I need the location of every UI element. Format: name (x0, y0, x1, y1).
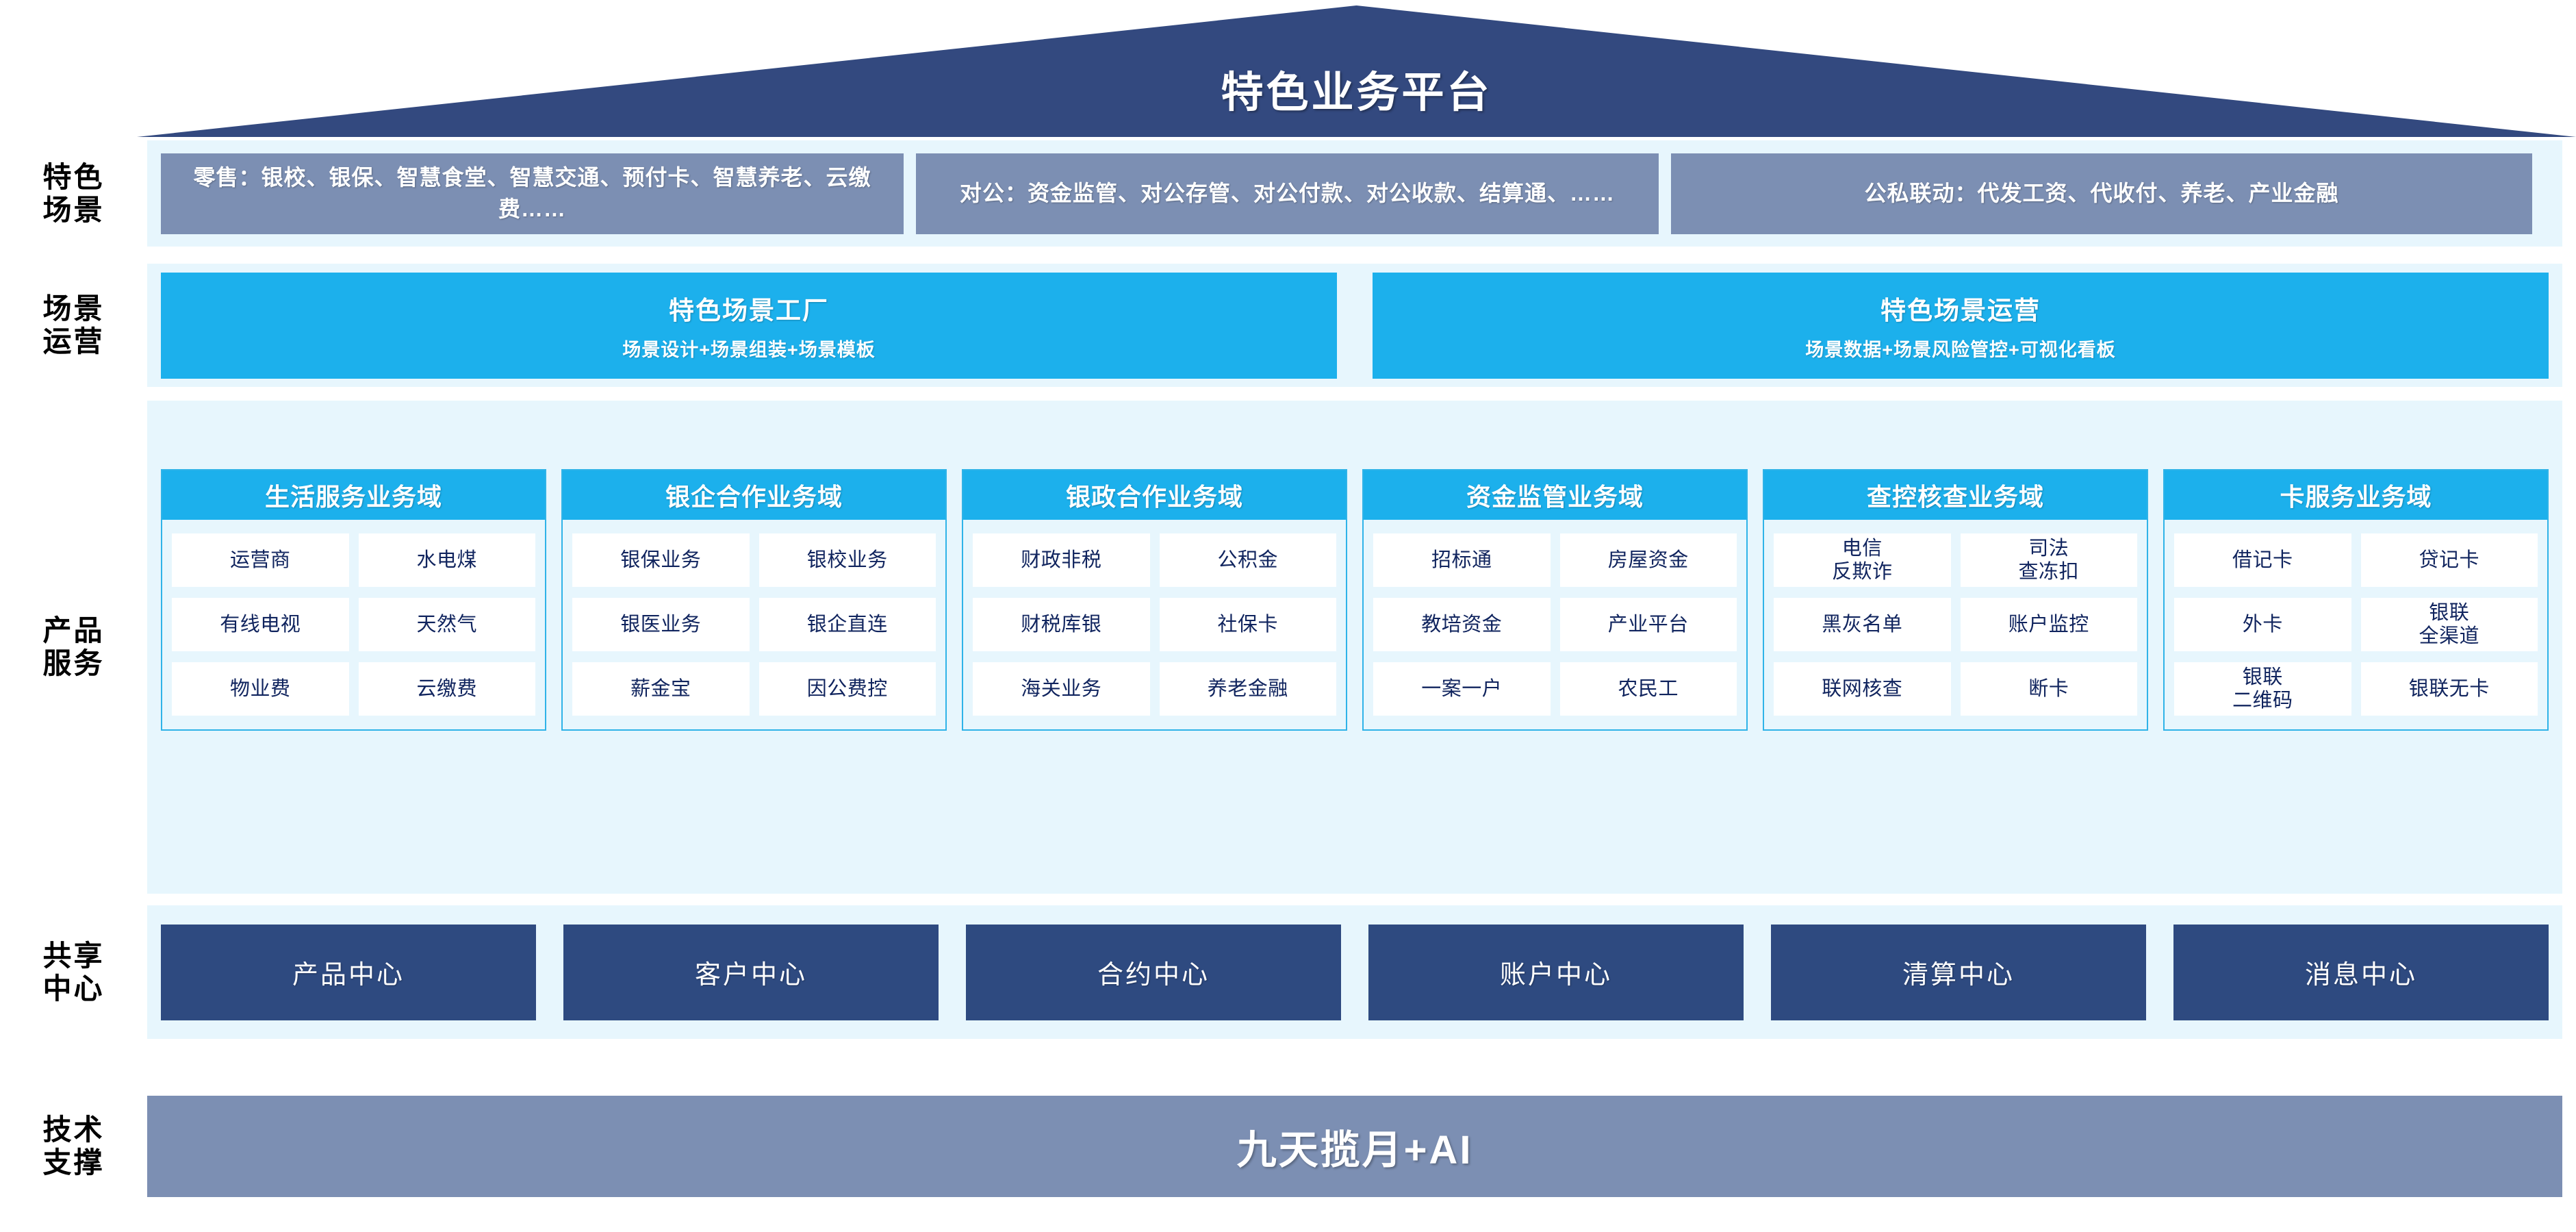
scene-box-retail[interactable]: 零售：银校、银保、智慧食堂、智慧交通、预付卡、智慧养老、云缴费…… (161, 153, 904, 234)
domain-title: 查控核查业务域 (1764, 470, 2147, 520)
domain-item[interactable]: 外卡 (2174, 598, 2351, 651)
shared-center-account[interactable]: 账户中心 (1368, 924, 1744, 1020)
domain-grid: 银保业务 银校业务 银医业务 银企直连 薪金宝 因公费控 (563, 520, 945, 729)
domain-item[interactable]: 养老金融 (1159, 662, 1336, 716)
domain-item[interactable]: 有线电视 (172, 598, 349, 651)
page-title: 特色业务平台 (1221, 69, 1492, 116)
domain-item[interactable]: 产业平台 (1559, 598, 1737, 651)
row-label-line: 运营 (42, 325, 105, 357)
ops-title: 特色场景工厂 (669, 296, 829, 325)
product-domain-bank-government: 银政合作业务域 财政非税 公积金 财税库银 社保卡 海关业务 养老金融 (962, 469, 1347, 731)
ops-subtitle: 场景设计+场景组装+场景模板 (622, 339, 876, 360)
product-domain-card-service: 卡服务业务域 借记卡 贷记卡 外卡 银联全渠道 银联二维码 银联无卡 (2163, 469, 2549, 731)
domain-item[interactable]: 银校业务 (758, 533, 936, 587)
shared-center-customer[interactable]: 客户中心 (563, 924, 939, 1020)
ops-title: 特色场景运营 (1880, 296, 2041, 325)
row-label-line: 服务 (42, 647, 105, 679)
row-label-line: 产品 (42, 614, 105, 647)
domain-item[interactable]: 社保卡 (1159, 598, 1336, 651)
domain-item[interactable]: 运营商 (172, 533, 349, 587)
domain-item[interactable]: 招标通 (1373, 533, 1551, 587)
shared-centers-row: 产品中心 客户中心 合约中心 账户中心 清算中心 消息中心 (147, 905, 2562, 1039)
domain-item[interactable]: 因公费控 (758, 662, 936, 716)
row-label-line: 场景 (42, 292, 105, 325)
domain-item[interactable]: 教培资金 (1373, 598, 1551, 651)
row-label-tech-support: 技术 支撑 (0, 1096, 147, 1197)
row-label-line: 支撑 (42, 1146, 105, 1179)
ops-box-scene-operation[interactable]: 特色场景运营 场景数据+场景风险管控+可视化看板 (1373, 272, 2549, 379)
domain-item[interactable]: 房屋资金 (1559, 533, 1737, 587)
row-label-line: 特色 (42, 160, 105, 193)
domain-item[interactable]: 借记卡 (2174, 533, 2351, 587)
domain-grid: 电信反欺诈 司法查冻扣 黑灰名单 账户监控 联网核查 断卡 (1764, 520, 2147, 729)
ops-box-scene-factory[interactable]: 特色场景工厂 场景设计+场景组装+场景模板 (161, 272, 1337, 379)
domain-item[interactable]: 物业费 (172, 662, 349, 716)
product-domain-life-service: 生活服务业务域 运营商 水电煤 有线电视 天然气 物业费 云缴费 (161, 469, 546, 731)
domain-item[interactable]: 银企直连 (758, 598, 936, 651)
domain-item[interactable]: 联网核查 (1774, 662, 1951, 716)
domain-item[interactable]: 银保业务 (572, 533, 750, 587)
domain-item[interactable]: 司法查冻扣 (1960, 533, 2137, 587)
row-label-scene: 特色 场景 (0, 140, 147, 247)
ops-subtitle: 场景数据+场景风险管控+可视化看板 (1805, 339, 2116, 360)
domain-grid: 招标通 房屋资金 教培资金 产业平台 一案一户 农民工 (1364, 520, 1746, 729)
domain-grid: 财政非税 公积金 财税库银 社保卡 海关业务 养老金融 (963, 520, 1346, 729)
domain-item[interactable]: 财税库银 (973, 598, 1150, 651)
platform-header: 特色业务平台 (0, 0, 2576, 137)
row-label-line: 共享 (42, 939, 105, 972)
product-services-row: 生活服务业务域 运营商 水电煤 有线电视 天然气 物业费 云缴费 银企合作业务域… (147, 401, 2562, 894)
row-label-products: 产品 服务 (0, 401, 147, 894)
domain-title: 银企合作业务域 (563, 470, 945, 520)
domain-title: 生活服务业务域 (162, 470, 545, 520)
row-label-line: 场景 (42, 193, 105, 226)
shared-center-contract[interactable]: 合约中心 (966, 924, 1341, 1020)
domain-item[interactable]: 云缴费 (358, 662, 535, 716)
row-label-line: 技术 (42, 1114, 105, 1146)
domain-grid: 运营商 水电煤 有线电视 天然气 物业费 云缴费 (162, 520, 545, 729)
domain-item[interactable]: 一案一户 (1373, 662, 1551, 716)
domain-item[interactable]: 黑灰名单 (1774, 598, 1951, 651)
product-domain-bank-enterprise: 银企合作业务域 银保业务 银校业务 银医业务 银企直连 薪金宝 因公费控 (561, 469, 947, 731)
domain-title: 资金监管业务域 (1364, 470, 1746, 520)
domain-item[interactable]: 农民工 (1559, 662, 1737, 716)
scene-box-public-private[interactable]: 公私联动：代发工资、代收付、养老、产业金融 (1671, 153, 2532, 234)
domain-item[interactable]: 薪金宝 (572, 662, 750, 716)
domain-item[interactable]: 断卡 (1960, 662, 2137, 716)
domain-grid: 借记卡 贷记卡 外卡 银联全渠道 银联二维码 银联无卡 (2165, 520, 2547, 729)
domain-title: 银政合作业务域 (963, 470, 1346, 520)
operations-row: 特色场景工厂 场景设计+场景组装+场景模板 特色场景运营 场景数据+场景风险管控… (147, 264, 2562, 387)
scene-box-corporate[interactable]: 对公：资金监管、对公存管、对公付款、对公收款、结算通、…… (916, 153, 1659, 234)
domain-item[interactable]: 银医业务 (572, 598, 750, 651)
shared-center-message[interactable]: 消息中心 (2173, 924, 2549, 1020)
shared-center-product[interactable]: 产品中心 (161, 924, 536, 1020)
product-domain-investigation: 查控核查业务域 电信反欺诈 司法查冻扣 黑灰名单 账户监控 联网核查 断卡 (1763, 469, 2148, 731)
domain-item[interactable]: 贷记卡 (2360, 533, 2538, 587)
tech-support-bar[interactable]: 九天揽月+AI (147, 1096, 2562, 1197)
domain-item[interactable]: 银联全渠道 (2360, 598, 2538, 651)
product-domain-fund-supervision: 资金监管业务域 招标通 房屋资金 教培资金 产业平台 一案一户 农民工 (1362, 469, 1748, 731)
row-label-line: 中心 (42, 972, 105, 1005)
row-label-shared-center: 共享 中心 (0, 905, 147, 1039)
domain-item[interactable]: 电信反欺诈 (1774, 533, 1951, 587)
domain-item[interactable]: 公积金 (1159, 533, 1336, 587)
domain-item[interactable]: 水电煤 (358, 533, 535, 587)
domain-item[interactable]: 银联无卡 (2360, 662, 2538, 716)
domain-item[interactable]: 天然气 (358, 598, 535, 651)
scene-row: 零售：银校、银保、智慧食堂、智慧交通、预付卡、智慧养老、云缴费…… 对公：资金监… (147, 140, 2562, 247)
domain-item[interactable]: 财政非税 (973, 533, 1150, 587)
domain-item[interactable]: 银联二维码 (2174, 662, 2351, 716)
shared-center-clearing[interactable]: 清算中心 (1771, 924, 2146, 1020)
row-label-operations: 场景 运营 (0, 264, 147, 387)
domain-item[interactable]: 海关业务 (973, 662, 1150, 716)
domain-item[interactable]: 账户监控 (1960, 598, 2137, 651)
domain-title: 卡服务业务域 (2165, 470, 2547, 520)
